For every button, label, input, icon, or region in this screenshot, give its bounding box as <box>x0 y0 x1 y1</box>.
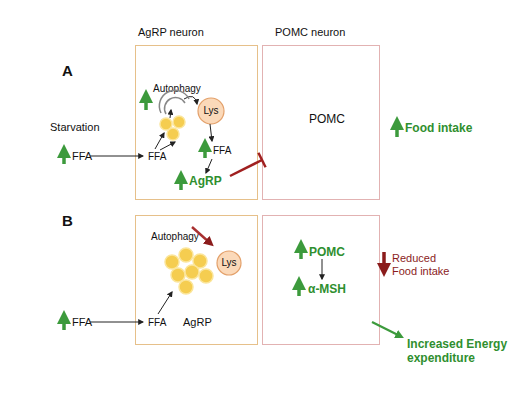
peptide-label: POMC <box>309 113 345 127</box>
panel-letter: B <box>62 212 73 229</box>
increase-arrow <box>62 317 66 330</box>
increase-arrow <box>299 246 303 259</box>
lipid-droplets <box>160 116 213 294</box>
output-arrow <box>372 322 400 336</box>
increase-arrow <box>395 123 399 137</box>
flow-arrows <box>90 96 322 322</box>
neuron-box: AutophagyFFA AgRP Lys <box>135 215 258 345</box>
molecule-label: FFA <box>148 151 166 163</box>
process-label: Autophagy <box>153 83 201 95</box>
neuron-heading: POMC neuron <box>275 26 345 39</box>
neuron-box: POMC α-MSH <box>262 215 380 345</box>
flow-arrow <box>170 110 171 118</box>
flow-arrow <box>90 156 143 157</box>
neuron-box: POMC neuronPOMC <box>262 45 380 200</box>
autophagosome <box>159 90 189 114</box>
molecule-label: FFA <box>148 317 166 329</box>
lipid-droplet <box>185 265 199 279</box>
inhibition-bar <box>258 153 265 167</box>
panel-letter: A <box>62 62 73 79</box>
increase-arrows <box>64 96 397 330</box>
molecule-label: FFA <box>72 150 92 163</box>
molecule-label: FFA <box>213 145 231 157</box>
flow-arrow <box>322 259 323 279</box>
increase-arrow <box>62 151 66 164</box>
lysosome-shape <box>217 251 241 275</box>
lipid-droplet <box>160 118 172 130</box>
process-label: Autophagy <box>151 231 199 243</box>
peptide-label: AgRP <box>189 175 222 189</box>
lipid-droplet <box>179 248 193 262</box>
increase-arrow <box>144 96 148 110</box>
molecule-label: FFA <box>72 316 92 329</box>
neuron-heading: AgRP neuron <box>138 26 204 39</box>
lipid-droplet <box>165 255 179 269</box>
flow-arrow <box>155 133 164 149</box>
peptide-label: POMC <box>309 246 345 260</box>
lipid-droplet <box>199 269 213 283</box>
peptide-label: AgRP <box>183 316 212 329</box>
outcome-label: Increased Energy expenditure <box>407 338 519 366</box>
organelle-label: Lys <box>216 250 242 276</box>
flow-arrow <box>158 292 172 314</box>
inhibition-line <box>230 153 266 176</box>
flow-arrow <box>90 322 143 323</box>
lysosome-circle: Lys <box>216 250 242 276</box>
lipid-droplet <box>167 128 179 140</box>
lysosome-circle: Lys <box>197 97 225 125</box>
peptide-label: α-MSH <box>308 283 346 297</box>
organelle-label: Lys <box>197 97 225 125</box>
lipid-droplet <box>179 280 193 294</box>
neuron-box: AgRP neuronAutophagyFFAFFAAgRPLys <box>135 45 258 200</box>
lysosome-shape <box>198 98 224 124</box>
membrane-inner <box>165 98 185 114</box>
flow-arrow <box>160 142 175 150</box>
lipid-droplet <box>193 254 207 268</box>
membrane-outer <box>159 90 189 113</box>
inhibition-stem <box>230 160 262 176</box>
outcome-label: Reduced Food intake <box>392 252 454 277</box>
flow-arrow <box>210 124 212 141</box>
increase-arrow <box>297 283 301 296</box>
lipid-droplet <box>173 116 185 128</box>
outcome-label: Food intake <box>405 122 472 136</box>
decrease-arrow <box>192 227 210 243</box>
flow-arrow <box>206 159 212 173</box>
increase-arrow <box>203 145 207 158</box>
decrease-arrow <box>382 252 386 270</box>
flow-arrow <box>184 96 197 104</box>
increase-arrow <box>179 177 183 190</box>
lipid-droplet <box>171 268 185 282</box>
condition-label: Starvation <box>50 121 100 134</box>
